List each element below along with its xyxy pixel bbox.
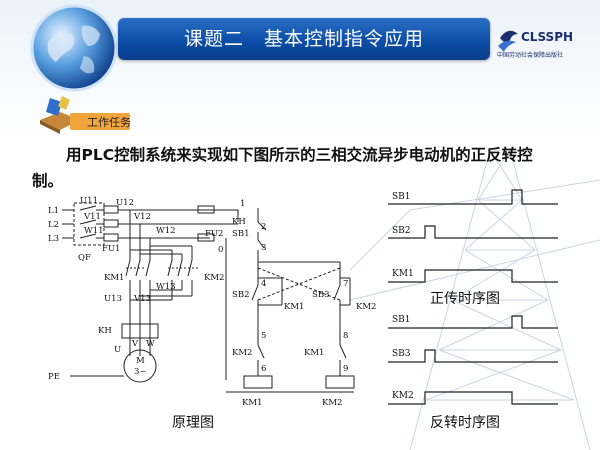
label-w12: W12 xyxy=(156,226,176,236)
label-km1-interlock: KM1 xyxy=(284,302,304,312)
label-sb1: SB1 xyxy=(232,229,249,239)
label-node-0: 0 xyxy=(218,245,223,255)
label-motor-3ph: 3~ xyxy=(134,367,147,377)
label-sb2: SB2 xyxy=(232,290,249,300)
label-w: W xyxy=(146,339,155,349)
fwd-signal-1: SB1 xyxy=(392,192,411,202)
publisher-logo-icon xyxy=(498,30,518,52)
schematic-labels: L1 L2 L3 U11 V11 W11 U12 V12 W12 QF FU1 … xyxy=(48,196,376,408)
label-km2-coil: KM2 xyxy=(322,398,342,408)
task-badge: 工作任务 xyxy=(70,113,131,130)
power-tower-illustration xyxy=(350,150,600,450)
rev-signal-1: SB1 xyxy=(392,315,411,325)
label-km2-main: KM2 xyxy=(204,273,224,283)
label-u13: U13 xyxy=(104,294,122,304)
reverse-timing-caption: 反转时序图 xyxy=(430,415,500,431)
task-description: 用PLC控制系统来实现如下图所示的三相交流异步电动机的正反转控制。 xyxy=(32,146,533,190)
label-node-9: 9 xyxy=(343,364,348,374)
label-node-1: 1 xyxy=(240,199,245,209)
label-kh-ctrl: KH xyxy=(232,217,246,227)
label-v: V xyxy=(131,339,139,349)
label-fu1: FU1 xyxy=(102,244,120,254)
label-node-5: 5 xyxy=(261,331,266,341)
page-title: 课题二 基本控制指令应用 xyxy=(183,28,424,50)
label-node-8: 8 xyxy=(343,331,348,341)
timing-signal-labels: SB1 SB2 KM1 SB1 SB3 KM2 xyxy=(392,192,414,401)
schematic-caption: 原理图 xyxy=(172,415,214,431)
label-l1: L1 xyxy=(48,206,59,216)
fwd-signal-3: KM1 xyxy=(392,269,414,279)
fwd-signal-2: SB2 xyxy=(392,226,411,236)
rev-signal-3: KM2 xyxy=(392,391,414,401)
label-km1-main: KM1 xyxy=(104,273,124,283)
globe-icon xyxy=(30,4,118,92)
label-node-2: 2 xyxy=(261,222,266,232)
label-l2: L2 xyxy=(48,220,59,230)
label-motor-m: M xyxy=(136,356,145,366)
logo-subtitle: 中国劳动社会保障出版社 xyxy=(497,52,564,59)
logo-name: CLSSPH xyxy=(521,30,574,44)
label-u11: U11 xyxy=(80,196,98,206)
label-qf: QF xyxy=(78,253,91,263)
task-badge-label: 工作任务 xyxy=(87,116,131,129)
label-sb3: SB3 xyxy=(312,290,329,300)
label-km2-interlock: KM2 xyxy=(356,302,376,312)
label-l3: L3 xyxy=(48,234,59,244)
book-icon xyxy=(40,96,80,134)
label-km2-nc: KM2 xyxy=(232,348,252,358)
label-v11: V11 xyxy=(83,212,101,222)
label-node-7: 7 xyxy=(343,279,348,289)
label-pe: PE xyxy=(48,372,60,382)
label-v12: V12 xyxy=(133,212,151,222)
label-fu2: FU2 xyxy=(205,229,223,239)
label-v13: V13 xyxy=(133,294,151,304)
timing-waveforms xyxy=(388,189,558,405)
label-node-3: 3 xyxy=(261,243,266,253)
schematic-wires xyxy=(62,202,355,393)
label-w11: W11 xyxy=(84,226,104,236)
label-node-6: 6 xyxy=(261,364,266,374)
label-km1-nc: KM1 xyxy=(304,348,324,358)
label-u12: U12 xyxy=(116,198,134,208)
title-bar: 课题二 基本控制指令应用 xyxy=(118,18,490,60)
label-km1-coil: KM1 xyxy=(242,398,262,408)
label-kh-main: KH xyxy=(98,326,112,336)
label-node-4: 4 xyxy=(261,279,266,289)
label-u: U xyxy=(114,345,121,355)
rev-signal-2: SB3 xyxy=(392,349,411,359)
forward-timing-caption: 正传时序图 xyxy=(430,291,500,307)
label-w13: W13 xyxy=(156,282,176,292)
